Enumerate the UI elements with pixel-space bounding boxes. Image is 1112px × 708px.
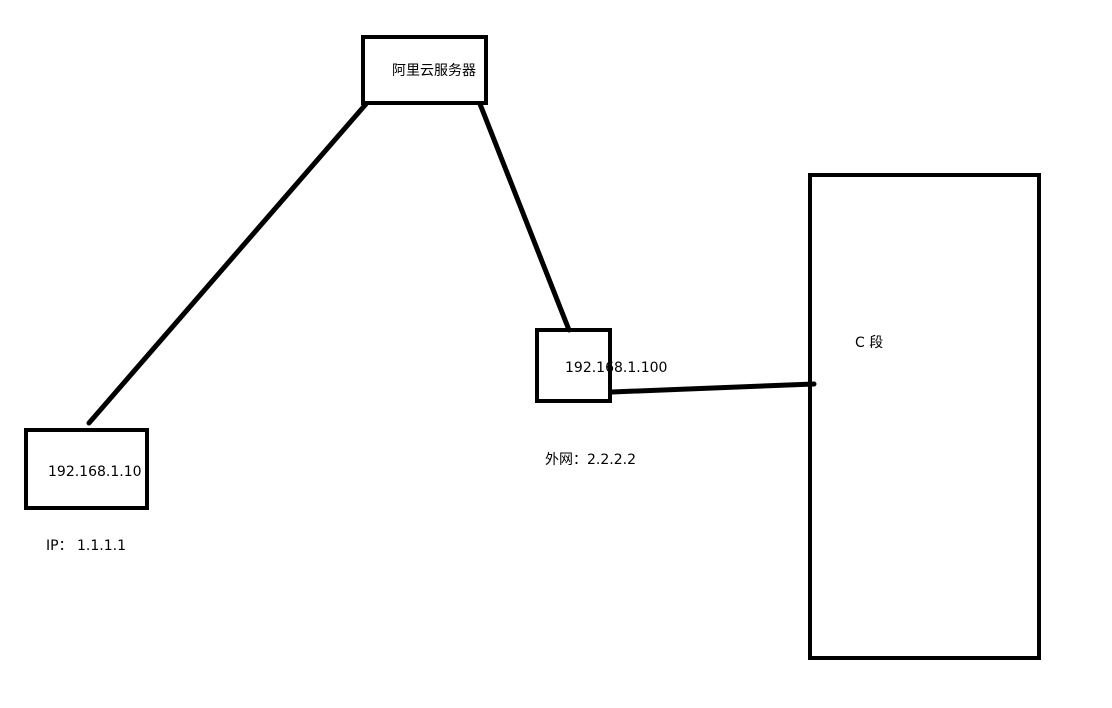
host-left-label: 192.168.1.10 — [48, 464, 142, 480]
aliyun-server-box — [361, 35, 488, 105]
link-host-mid-to-c-segment — [609, 381, 817, 395]
aliyun-server-label: 阿里云服务器 — [392, 63, 476, 79]
link-aliyun-to-host-mid — [477, 101, 572, 333]
link-aliyun-to-host-left — [86, 101, 369, 426]
host-mid-label: 192.168.1.100 — [565, 360, 668, 376]
host-left-box — [24, 428, 149, 510]
host-mid-wan-note: 外网：2.2.2.2 — [545, 452, 636, 468]
c-segment-label: C 段 — [855, 335, 884, 351]
host-mid-box — [535, 328, 612, 403]
host-left-ip-note: IP： 1.1.1.1 — [46, 538, 127, 554]
c-segment-box — [808, 173, 1041, 660]
